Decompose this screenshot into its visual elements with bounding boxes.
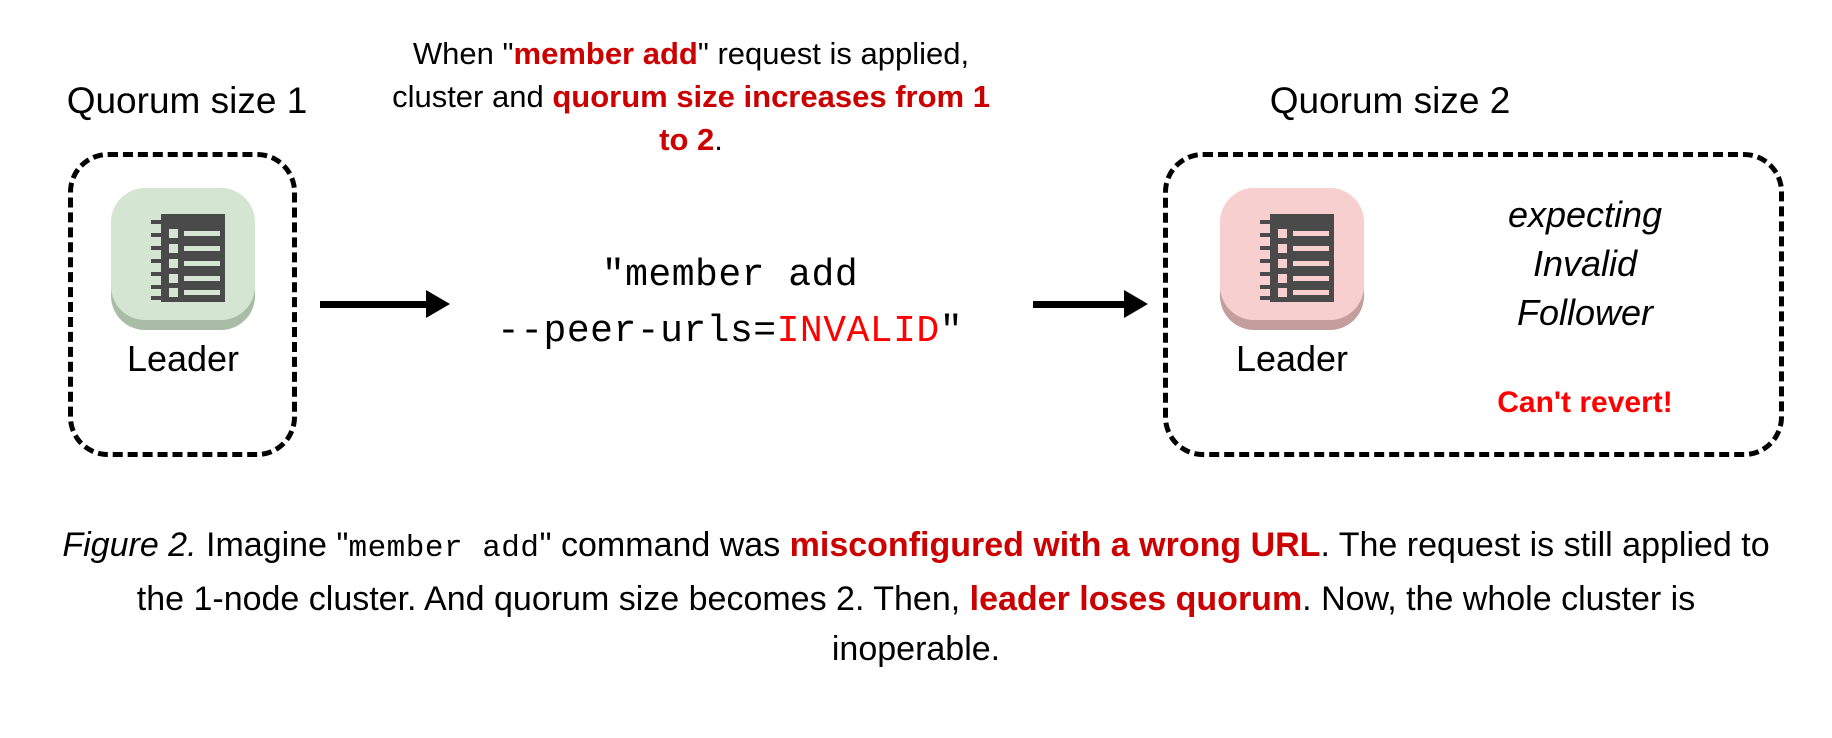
ledger-ring [1260,246,1276,250]
cant-revert-warning: Can't revert! [1497,386,1673,419]
ledger-line [1293,231,1329,236]
arrow-right-icon [1033,290,1148,318]
top-annotation: When "member add" request is applied, cl… [376,32,1006,161]
caption-seg-5: . The request is still applied to the 1-… [136,526,1770,618]
command-flag: --peer-urls= [496,310,777,353]
ledger-line [184,261,220,266]
figure-caption: Figure 2. Imagine "member add" command w… [50,520,1782,674]
caption-command-mono: member add [348,531,540,566]
command-text: "member add --peer-urls=INVALID" [470,248,990,360]
top-annotation-seg-0: When " [412,36,514,71]
left-node-label: Leader [126,338,240,379]
expecting-line-1: Invalid [1532,243,1638,284]
arrow-shaft [1033,301,1126,308]
left-cluster-box [68,152,297,457]
ledger-ring [1260,233,1276,237]
expecting-status-text: expecting Invalid Follower [1420,190,1750,337]
ledger-ring [1260,285,1276,289]
expecting-line-2: Follower [1516,292,1654,333]
ledger-ring [151,296,167,300]
top-annotation-seg-3: quorum size increases from 1 to 2 [552,79,990,157]
caption-highlight-loses-quorum: leader loses quorum [969,580,1303,618]
ledger-bullet [169,274,178,283]
right-cluster-node: Leader [1204,182,1380,380]
ledger-line [1293,276,1329,281]
caption-seg-3: " command was [539,526,790,564]
ledger-bullet [169,229,178,238]
ledger-bullet [1278,259,1287,268]
caption-seg-7: . Now, the whole cluster is inoperable. [831,580,1696,668]
left-cluster-node: Leader [95,182,271,380]
ledger-bullet [169,259,178,268]
right-cluster-title: Quorum size 2 [1269,80,1511,121]
ledger-ring [1260,272,1276,276]
ledger-glyph [151,214,225,302]
ledger-ring [151,259,167,263]
command-line-1: "member add [601,254,859,297]
top-annotation-seg-4: . [714,122,723,157]
ledger-bullet [169,288,178,297]
ledger-ring [151,272,167,276]
ledger-body [1270,214,1334,302]
ledger-ring [151,233,167,237]
ledger-ring [151,246,167,250]
ledger-ring [151,220,167,224]
tile [1220,188,1364,320]
tile [111,188,255,320]
arrow-shaft [320,301,428,308]
expecting-line-0: expecting [1507,194,1663,235]
ledger-line [1293,290,1329,295]
ledger-glyph [1260,214,1334,302]
ledger-line [184,246,220,251]
ledger-line [184,276,220,281]
ledger-bullet [1278,244,1287,253]
ledger-line [1293,246,1329,251]
ledger-bullet [169,244,178,253]
caption-seg-1: Imagine " [196,526,349,564]
right-node-label: Leader [1235,338,1349,379]
arrow-head [426,290,450,318]
ledger-bullet [1278,229,1287,238]
ledger-bullet [1278,288,1287,297]
command-line-2: --peer-urls=INVALID" [470,304,990,360]
ledger-node-icon [107,182,259,334]
ledger-line [184,231,220,236]
left-cluster-title: Quorum size 1 [66,80,308,121]
ledger-ring [1260,259,1276,263]
top-annotation-seg-1: member add [513,36,698,71]
command-invalid-value: INVALID [776,310,940,353]
command-close-quote: " [939,310,964,353]
ledger-bullet [1278,274,1287,283]
caption-highlight-misconfigured: misconfigured with a wrong URL [789,526,1321,564]
ledger-ring [151,285,167,289]
ledger-ring [1260,220,1276,224]
arrow-right-icon [320,290,450,318]
figure-number: Figure 2. [62,526,197,564]
ledger-node-icon [1216,182,1368,334]
ledger-line [1293,261,1329,266]
ledger-ring [1260,296,1276,300]
top-annotation-seg-2: " request is applied, cluster and [392,36,970,114]
ledger-line [184,290,220,295]
ledger-body [161,214,225,302]
arrow-head [1124,290,1148,318]
